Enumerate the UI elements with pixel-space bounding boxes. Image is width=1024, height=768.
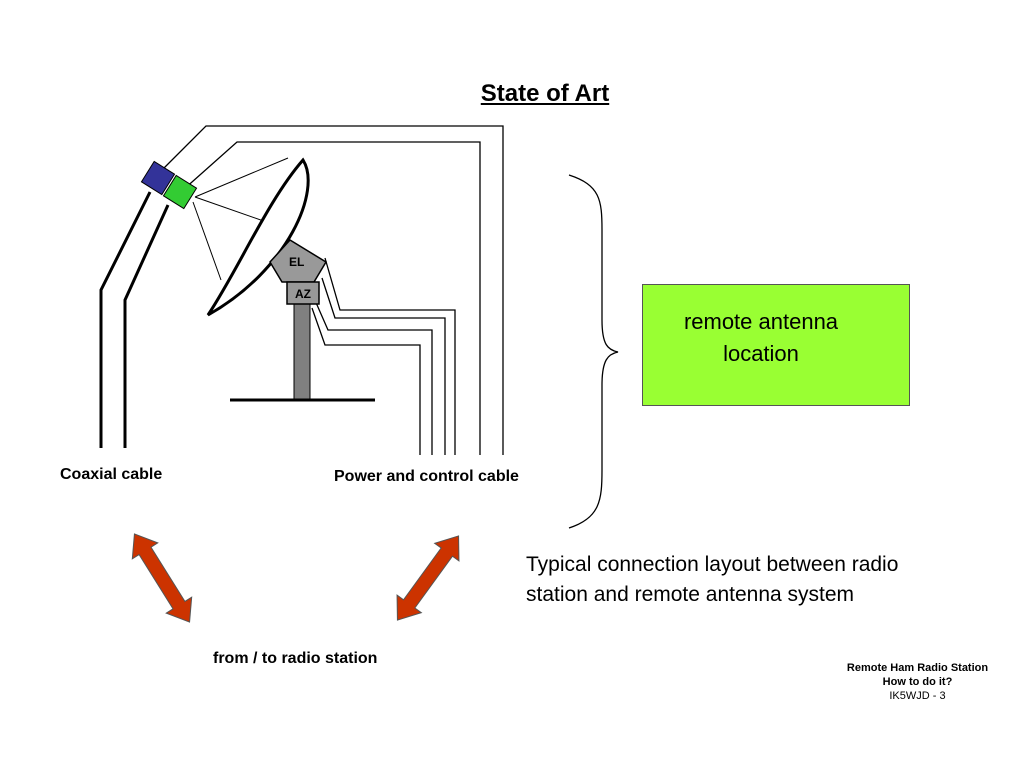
- el-rotor-label: EL: [289, 255, 304, 269]
- power-cable-rotor: [311, 257, 456, 455]
- antenna-box-line2: location: [723, 341, 799, 366]
- power-cable-label: Power and control cable: [334, 468, 519, 485]
- coaxial-cable: [99, 191, 170, 448]
- footer: Remote Ham Radio Station How to do it? I…: [830, 661, 1005, 703]
- power-cable-outer: [163, 125, 504, 455]
- radio-station-label: from / to radio station: [213, 650, 378, 667]
- mast: [293, 301, 311, 401]
- az-rotor-label: AZ: [295, 287, 311, 301]
- slide-title: State of Art: [480, 80, 610, 107]
- az-rotor: [286, 281, 320, 305]
- right-double-arrow: [396, 535, 460, 621]
- feed-block-blue: [140, 160, 176, 196]
- footer-line3: IK5WJD - 3: [889, 690, 946, 702]
- description-text: Typical connection layout between radio …: [526, 553, 899, 606]
- curly-brace: [568, 174, 619, 529]
- remote-antenna-location-box: remote antenna location: [642, 284, 910, 406]
- dish-reflector: [206, 157, 310, 317]
- footer-line2: How to do it?: [882, 676, 953, 688]
- left-double-arrow: [131, 533, 193, 623]
- footer-line1: Remote Ham Radio Station: [846, 662, 989, 674]
- feed-block-green: [162, 174, 198, 210]
- antenna-box-line1: remote antenna: [683, 309, 839, 334]
- coaxial-cable-label: Coaxial cable: [60, 466, 163, 483]
